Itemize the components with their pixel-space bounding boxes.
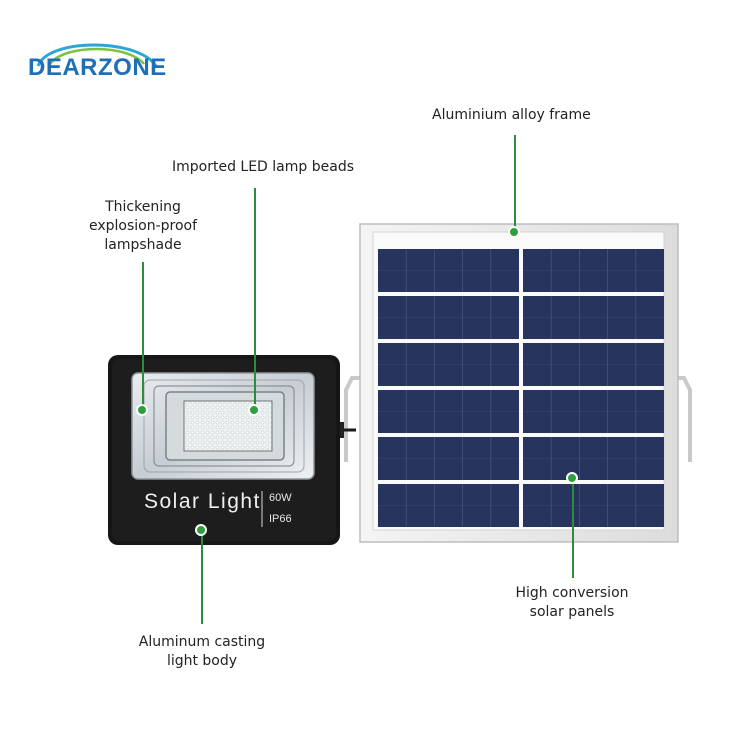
- lamp-wattage: 60W: [269, 492, 292, 504]
- solar-cells: [378, 249, 664, 527]
- frame-callout-line: [514, 135, 516, 232]
- panels-callout-label: High conversion solar panels: [515, 585, 629, 620]
- lamp-rating: IP66: [269, 513, 292, 525]
- lampshade-callout-dot: [136, 404, 148, 416]
- led-callout-line: [254, 188, 256, 410]
- led-callout-dot: [248, 404, 260, 416]
- lamp-title: Solar Light: [144, 490, 261, 513]
- lampshade-callout-label: Thickening explosion-proof lampshade: [88, 199, 198, 253]
- frame-callout-label: Aluminium alloy frame: [432, 107, 591, 123]
- brand-logo: [36, 43, 158, 67]
- frame-callout-dot: [508, 226, 520, 238]
- lampshade-callout-line: [142, 262, 144, 410]
- body-callout-dot: [195, 524, 207, 536]
- panels-callout-line: [572, 478, 574, 578]
- body-callout-label: Aluminum casting light body: [138, 634, 266, 669]
- panels-callout-dot: [566, 472, 578, 484]
- body-callout-line: [201, 530, 203, 624]
- brand-name: DEARZONE: [28, 54, 167, 81]
- led-callout-label: Imported LED lamp beads: [172, 159, 354, 175]
